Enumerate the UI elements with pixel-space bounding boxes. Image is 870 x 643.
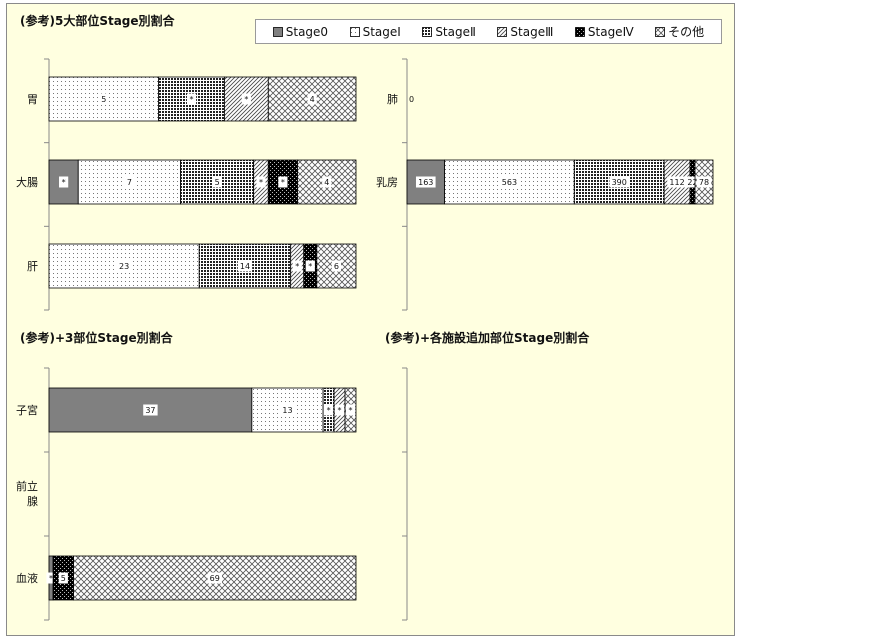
data-label: 5 [101,95,106,104]
data-label: 112 [669,178,684,187]
legend-label: StageⅡ [435,24,476,39]
category-label: 肝 [27,260,38,273]
solid-gray-icon [272,26,283,37]
category-label: 肺 [387,93,398,106]
data-label-bg [256,176,266,188]
data-label: 6 [334,262,339,271]
legend-label: Stage0 [285,24,329,39]
data-label: 5 [61,574,66,583]
legend-item-s0: Stage0 [272,24,329,39]
data-label: 37 [145,406,155,415]
data-label: * [349,406,353,415]
data-label: 69 [210,574,220,583]
data-label: * [308,262,312,271]
data-label: * [259,178,263,187]
data-label-bg [415,176,436,188]
data-label: 23 [119,262,129,271]
legend-item-s3: StageⅢ [497,25,553,39]
data-label: 78 [699,178,709,187]
data-label-bg [499,176,520,188]
data-label: 14 [240,262,250,271]
legend-label: StageⅠ [362,24,401,39]
legend-item-s2: StageⅡ [422,25,476,39]
chart-panel-0: 胃 5 * * 4 大腸 * 7 5 * * 4 肝 23 14 * * 6 [16,58,357,311]
data-label-bg [237,260,253,272]
bar-segment-stage0 [406,159,445,205]
bar-segment-other [73,555,357,601]
data-label-bg [116,260,132,272]
legend-label: StageⅣ [587,24,634,39]
data-label-bg [124,176,135,188]
data-label: * [49,574,53,583]
data-label-bg [667,176,687,188]
data-label-bg [322,176,332,188]
data-label-bg [345,404,356,416]
category-label: 前立腺 [16,479,38,508]
diagonal-lines-icon [497,26,508,37]
data-label-bg [280,404,295,416]
category-label: 大腸 [16,175,38,189]
data-label-bg [212,176,222,188]
data-label-bg [292,260,302,272]
dots-icon [349,26,360,37]
data-label-bg [696,176,712,188]
legend-label: StageⅢ [510,24,554,39]
data-label-bg [58,572,68,584]
data-label-bg [609,176,630,188]
category-label: 乳房 [376,176,398,189]
category-label: 血液 [16,571,38,585]
data-label: * [327,406,331,415]
category-label: 子宮 [16,403,38,417]
data-label-bg [305,260,315,272]
legend-item-s1: StageⅠ [349,24,401,39]
data-label: * [295,262,299,271]
data-label-bg [323,404,334,416]
data-label-bg [143,404,158,416]
data-label: 13 [282,406,292,415]
data-label: 563 [502,178,517,187]
dark-checker-icon [574,26,585,37]
chart-title-added-sites: (参考)+各施設追加部位Stage別割合 [385,331,590,345]
legend-item-s4: StageⅣ [574,24,634,39]
data-label: * [62,178,66,187]
data-label: * [281,178,285,187]
data-label: * [338,406,342,415]
chart-legend: Stage0 StageⅠ StageⅡ StageⅢ StageⅣ その他 [255,19,722,44]
dense-checker-icon [422,26,433,37]
crosshatch-icon [655,26,666,37]
data-label-bg [46,572,56,584]
legend-label: その他 [668,25,705,39]
data-label: 4 [310,95,315,104]
data-label: 22 [687,178,697,187]
data-label: 5 [215,178,220,187]
data-label: 163 [418,178,433,187]
chart-title-five-sites: (参考)5大部位Stage別割合 [20,14,175,28]
data-label-bg [334,404,345,416]
data-label-bg [186,93,197,105]
data-label-bg [307,93,317,105]
data-label: 7 [127,178,132,187]
legend-item-s5: その他 [655,23,704,40]
data-label: * [190,95,194,104]
data-label-bg [59,176,69,188]
data-label: 390 [612,178,627,187]
data-label-bg [685,176,700,188]
data-label: * [244,95,248,104]
data-label-bg [241,93,251,105]
chart-panel-3 [402,367,408,621]
chart-title-three-sites: (参考)+3部位Stage別割合 [20,331,173,345]
data-label-bg [99,93,109,105]
data-label-bg [207,572,222,584]
category-label: 胃 [27,93,38,106]
data-label: 4 [324,178,329,187]
data-label-bg [331,260,342,272]
data-label: 0 [409,95,414,104]
data-label-bg [278,176,288,188]
